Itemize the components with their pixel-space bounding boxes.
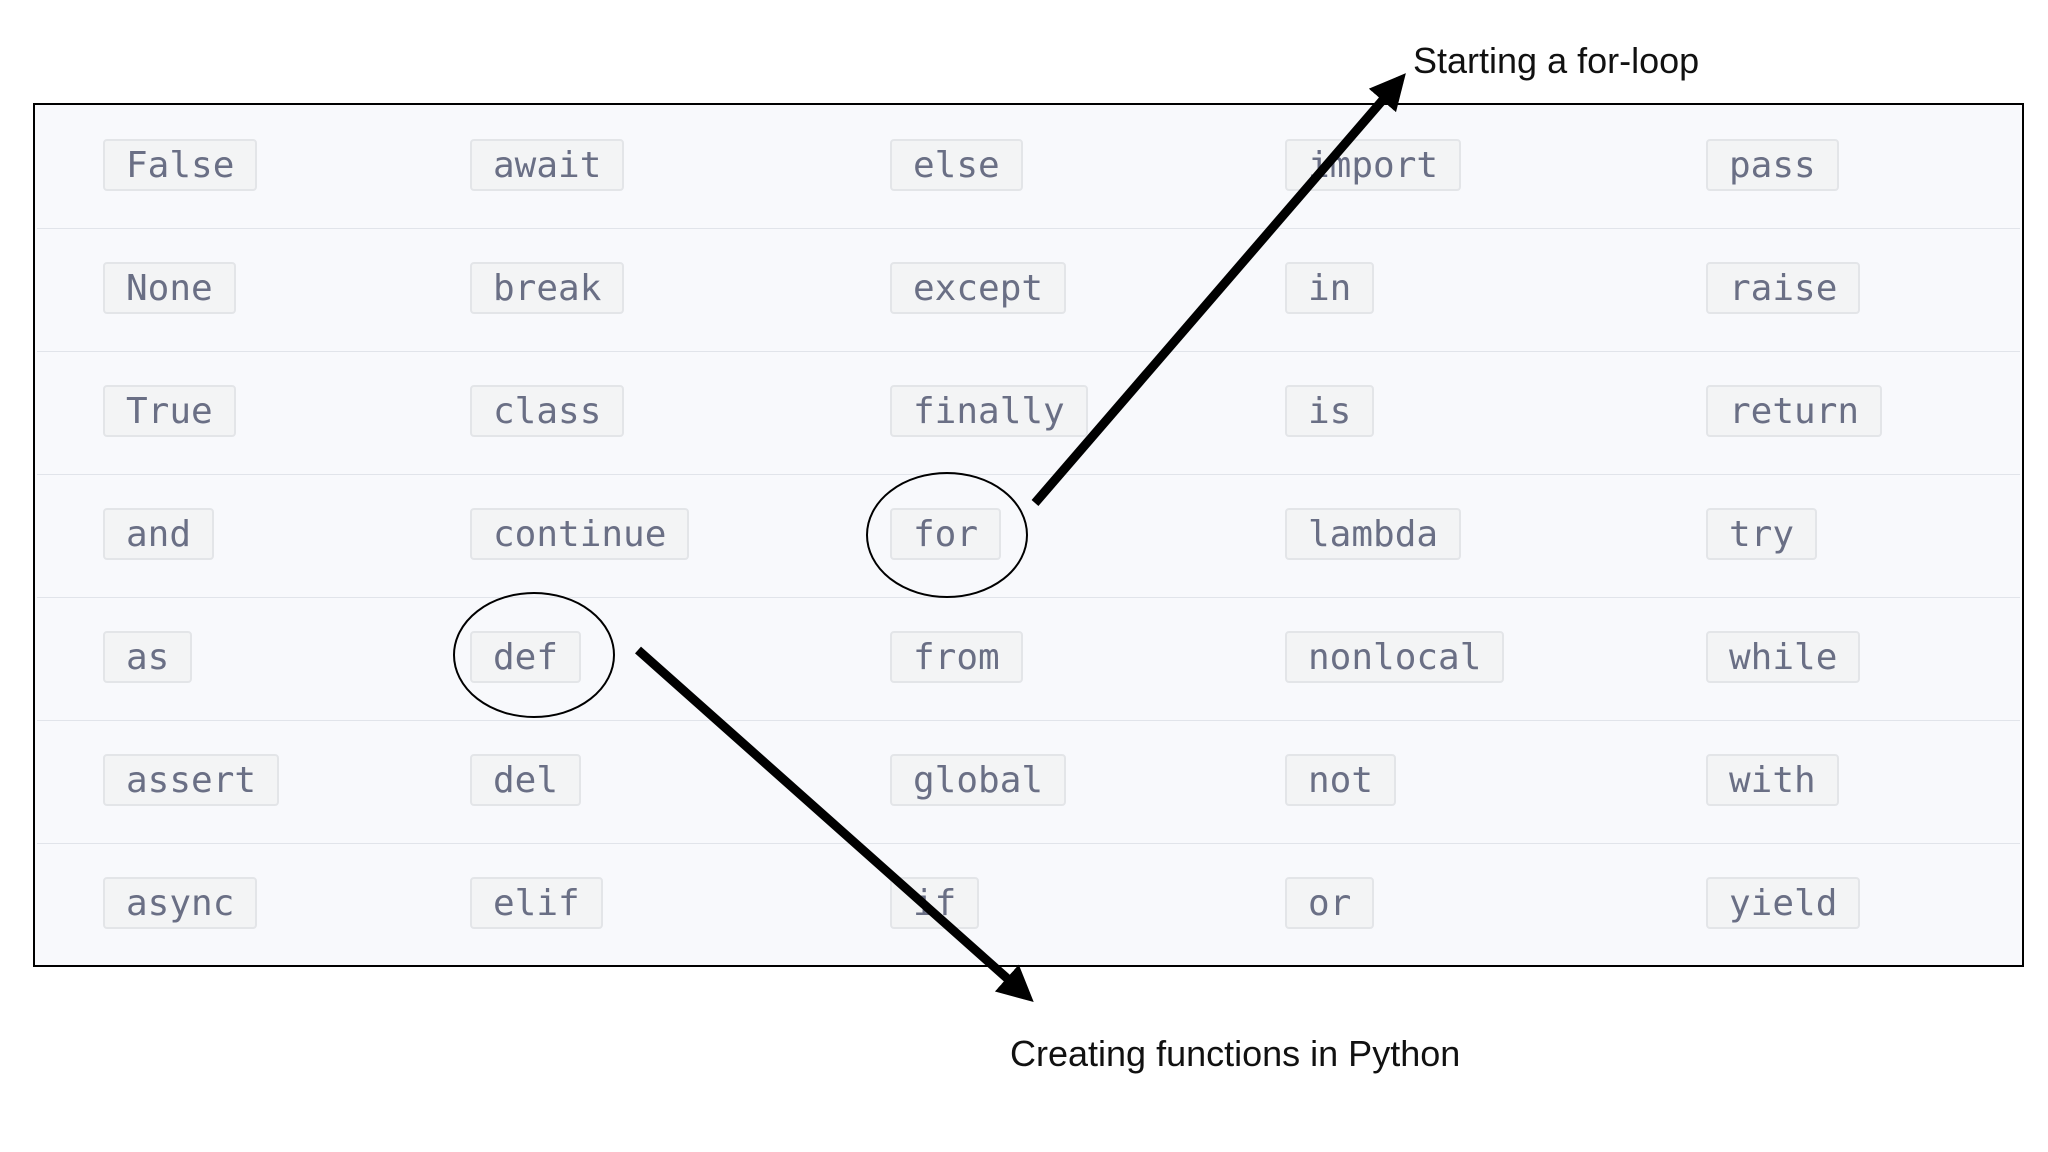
keyword-table: False await else import pass None break … xyxy=(33,103,2024,967)
keyword-chip: raise xyxy=(1706,262,1861,314)
arrow-for-loop xyxy=(1031,73,1406,506)
keyword-chip: del xyxy=(470,754,582,806)
table-row: assert del global not with xyxy=(37,720,2020,844)
keyword-chip: True xyxy=(103,385,236,437)
keyword-chip: break xyxy=(470,262,625,314)
keyword-chip: finally xyxy=(890,385,1088,437)
keyword-chip: async xyxy=(103,877,258,929)
table-row: as def from nonlocal while xyxy=(37,597,2020,721)
keyword-chip: or xyxy=(1285,877,1375,929)
keyword-chip: class xyxy=(470,385,625,437)
keyword-chip: global xyxy=(890,754,1067,806)
keyword-chip: await xyxy=(470,139,625,191)
table-row: None break except in raise xyxy=(37,228,2020,352)
keyword-chip: and xyxy=(103,508,215,560)
keyword-chip: for xyxy=(890,508,1002,560)
keyword-chip: yield xyxy=(1706,877,1861,929)
keyword-chip: elif xyxy=(470,877,603,929)
annotation-for-loop: Starting a for-loop xyxy=(1413,40,1700,81)
keyword-chip: else xyxy=(890,139,1023,191)
keyword-chip: not xyxy=(1285,754,1397,806)
keyword-chip: while xyxy=(1706,631,1861,683)
keyword-chip: nonlocal xyxy=(1285,631,1505,683)
keyword-chip: as xyxy=(103,631,193,683)
keyword-chip: None xyxy=(103,262,236,314)
table-row: and continue for lambda try xyxy=(37,474,2020,598)
keyword-chip: False xyxy=(103,139,258,191)
keyword-chip: pass xyxy=(1706,139,1839,191)
table-row: True class finally is return xyxy=(37,351,2020,475)
keyword-chip: from xyxy=(890,631,1023,683)
keyword-chip: except xyxy=(890,262,1067,314)
keyword-chip: continue xyxy=(470,508,690,560)
keyword-chip: def xyxy=(470,631,582,683)
table-row: False await else import pass xyxy=(37,105,2020,229)
keyword-chip: with xyxy=(1706,754,1839,806)
keyword-chip: return xyxy=(1706,385,1883,437)
keyword-chip: is xyxy=(1285,385,1375,437)
keyword-chip: lambda xyxy=(1285,508,1462,560)
arrow-functions xyxy=(635,646,1034,1002)
annotation-functions: Creating functions in Python xyxy=(1010,1033,1461,1074)
keyword-chip: in xyxy=(1285,262,1375,314)
keyword-chip: assert xyxy=(103,754,280,806)
highlight-circle-for xyxy=(866,472,1028,598)
highlight-circle-def xyxy=(453,592,615,718)
keyword-chip: try xyxy=(1706,508,1818,560)
